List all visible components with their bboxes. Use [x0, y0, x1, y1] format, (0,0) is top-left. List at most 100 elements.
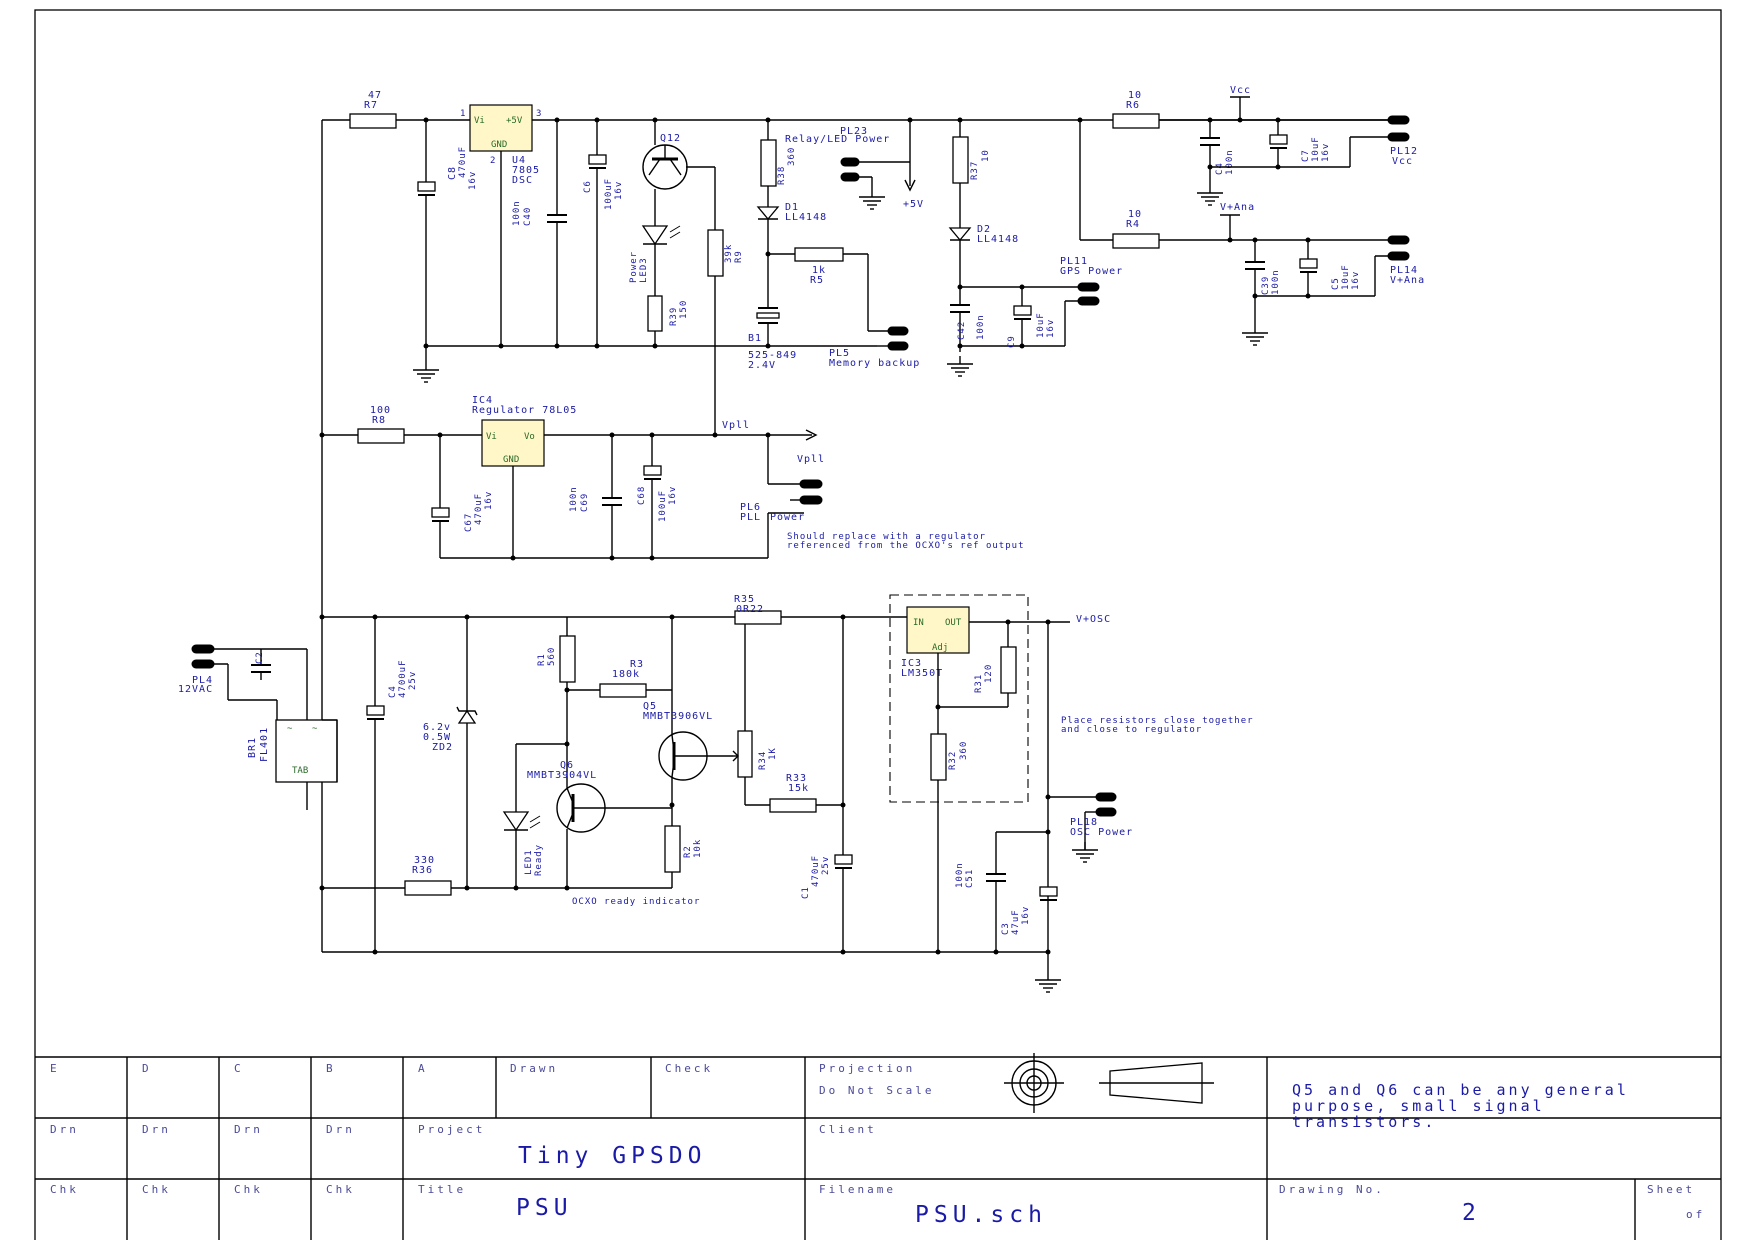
c1-value: 470uF [811, 855, 821, 887]
r32-ref: R32 [948, 751, 958, 770]
u4-pin-2: 2 [490, 156, 496, 166]
u4-pin-3: 3 [536, 109, 542, 119]
r31-value: 120 [984, 664, 994, 683]
vpll-label-1: Vpll [722, 420, 750, 431]
u4-pkg: DSC [512, 175, 533, 186]
resistor-r5 [794, 247, 844, 262]
c9-ref: C9 [1007, 335, 1017, 348]
chk-label-2: Chk [142, 1183, 171, 1196]
drn-label-3: Drn [234, 1123, 263, 1136]
r4-value: 10 [1128, 209, 1142, 220]
c1-ref: C1 [801, 886, 811, 899]
r7-ref: R7 [364, 100, 378, 111]
led1-ref: LED1 [524, 849, 534, 875]
q12-ref: Q12 [660, 133, 681, 144]
d2-ref: D2 [977, 224, 991, 235]
pl6-name: PLL [740, 512, 761, 523]
resistor-r31 [1000, 646, 1017, 694]
pl4-name: 12VAC [178, 684, 213, 695]
r39-value: 150 [679, 300, 689, 319]
transistor-q5 [658, 731, 708, 781]
zone-b: B [326, 1062, 336, 1075]
title-note-line1: Q5 and Q6 can be any general [1292, 1081, 1629, 1099]
q5-part: MMBT3906VL [643, 711, 713, 722]
c40-ref: C40 [523, 207, 533, 226]
c3-ref: C3 [1001, 922, 1011, 935]
ic4-pin-gnd: GND [503, 455, 519, 465]
resistor-r36 [404, 880, 452, 896]
c6-volt: 16v [614, 181, 624, 200]
c3-volt: 16v [1021, 906, 1031, 925]
zone-a: A [418, 1062, 428, 1075]
pl5-ref: PL5 [829, 348, 850, 359]
osc-supply-section: PL4 12VAC C2 ~ ~ TAB BR1 FL401 C4 4700uF… [178, 594, 1253, 993]
zone-e: E [50, 1062, 60, 1075]
u4-pin-gnd: GND [491, 140, 507, 150]
title-label: Title [418, 1183, 466, 1196]
do-not-scale-label: Do Not Scale [819, 1084, 934, 1097]
c5-ref: C5 [1331, 277, 1341, 290]
plus5-label: +5V [903, 199, 924, 210]
r7-value: 47 [368, 90, 382, 101]
ocxo-ready-note: OCXO ready indicator [572, 897, 700, 907]
resistor-r37 [952, 136, 969, 184]
c1-volt: 25v [821, 856, 831, 875]
c9-value: 10uF [1036, 312, 1046, 338]
ic3-pin-out: OUT [945, 618, 962, 628]
c9-volt: 16v [1046, 319, 1056, 338]
resistor-r1 [559, 635, 576, 683]
pl23-ref: PL23 [840, 126, 868, 137]
resistor-r2 [664, 825, 681, 873]
br1-ref: BR1 [247, 737, 258, 758]
q6-part: MMBT3904VL [527, 770, 597, 781]
r9-value: 39k [724, 244, 734, 263]
capacitor-c9 [1013, 305, 1032, 316]
zd2-pwr: 0.5W [423, 732, 451, 743]
capacitor-c8 [417, 181, 436, 192]
r3-ref: R3 [630, 659, 644, 670]
led1-name: Ready [534, 844, 544, 876]
led-led3 [641, 225, 669, 246]
zone-c: C [234, 1062, 244, 1075]
zd2-ref: ZD2 [432, 742, 453, 753]
led3-ref: LED3 [639, 257, 649, 283]
ic3-pin-adj: Adj [932, 643, 948, 653]
c7-ref: C7 [1301, 149, 1311, 162]
pl11-ref: PL11 [1060, 256, 1088, 267]
c4-ref: C4 [388, 685, 398, 698]
c68-volt: 16v [668, 486, 678, 505]
r1-ref: R1 [537, 653, 547, 666]
r34-ref: R34 [758, 751, 768, 770]
r2-value: 10k [693, 839, 703, 858]
r38-ref: R38 [777, 166, 787, 185]
ground-symbol [858, 188, 886, 210]
capacitor-c68 [643, 465, 662, 476]
c7-volt: 16v [1321, 143, 1331, 162]
br1-part: FL401 [259, 727, 270, 762]
resistor-r38 [760, 139, 777, 187]
svg-text:~: ~ [287, 724, 293, 734]
pl5-name: Memory backup [829, 358, 920, 369]
ground-symbol [1034, 971, 1062, 993]
c39-value: 100n [1271, 269, 1281, 295]
title-note-line3: transistors. [1292, 1113, 1436, 1131]
r38-value: 360 [787, 147, 797, 166]
pl23-name: Relay/LED Power [785, 134, 890, 145]
pll-note-line2: referenced from the OCXO's ref output [787, 541, 1024, 551]
r2-ref: R2 [683, 845, 693, 858]
pl18-name: OSC Power [1070, 827, 1133, 838]
title-note-line2: purpose, small signal [1292, 1097, 1545, 1115]
r32-value: 360 [959, 741, 969, 760]
vosc-label: V+OSC [1076, 614, 1111, 625]
resistor-note-line2: and close to regulator [1061, 725, 1202, 735]
b1-volt: 2.4V [748, 360, 776, 371]
r6-ref: R6 [1126, 100, 1140, 111]
c42-value: 100n [976, 314, 986, 340]
led3-name: Power [629, 251, 639, 283]
projection-symbol [1004, 1053, 1214, 1113]
c51-value: 100n [955, 862, 965, 888]
r35-value: 0R22 [736, 604, 764, 615]
pl6-name2: Power [770, 512, 805, 523]
drawn-label: Drawn [510, 1062, 558, 1075]
